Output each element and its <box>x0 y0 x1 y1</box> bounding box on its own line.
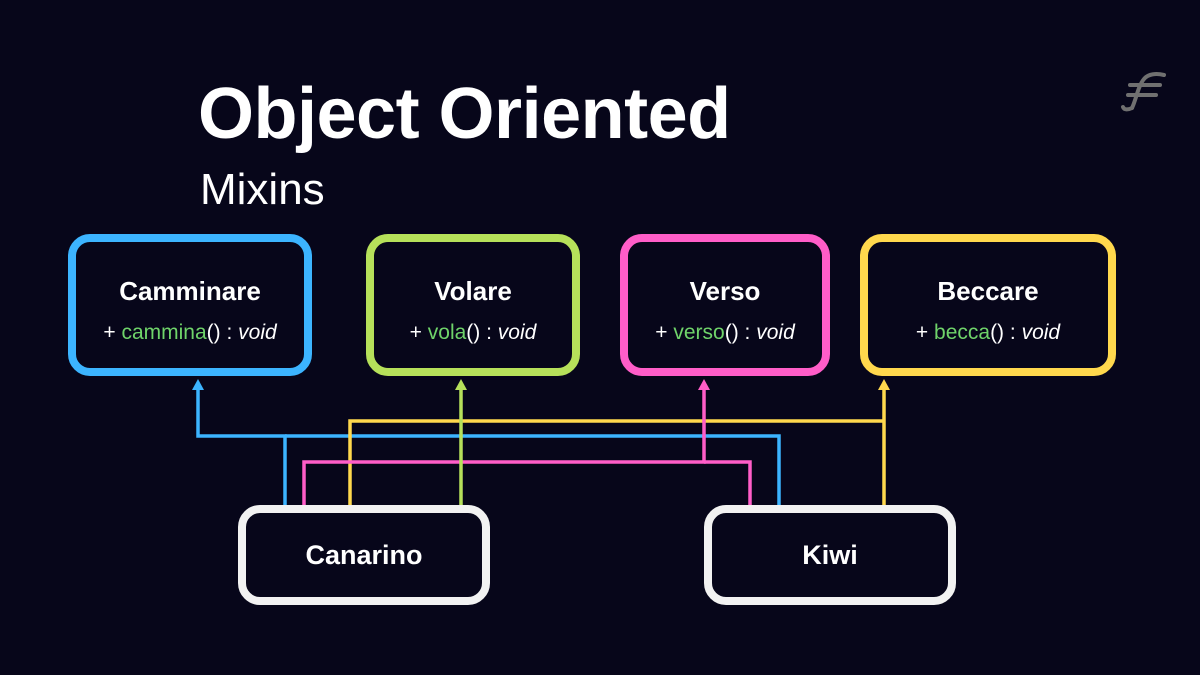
mixin-method: + vola() : void <box>374 320 572 346</box>
method-name: cammina <box>121 321 207 344</box>
arrowhead-verso <box>698 379 710 390</box>
mixin-name: Verso <box>689 276 761 306</box>
slide-title: Object Oriented <box>198 74 731 154</box>
slide-subtitle: Mixins <box>200 165 325 214</box>
arrowhead-camminare <box>192 379 204 390</box>
method-name: becca <box>934 321 991 344</box>
mixin-box-verso: Verso + verso() : void <box>620 234 830 376</box>
edge-canarino-verso <box>302 388 706 505</box>
arrowhead-volare <box>455 379 467 390</box>
edge-kiwi-camminare <box>285 434 781 505</box>
method-signature: () : <box>466 321 498 344</box>
class-box-canarino: Canarino <box>238 505 490 605</box>
edge-canarino-camminare <box>196 388 287 505</box>
arrowhead-beccare <box>878 379 890 390</box>
visibility: + <box>409 321 428 344</box>
mixin-method: + cammina() : void <box>76 320 304 346</box>
f-logo-icon <box>1121 72 1166 112</box>
return-type: void <box>756 321 795 344</box>
method-name: verso <box>673 321 725 344</box>
mixin-method: + verso() : void <box>628 320 822 346</box>
mixin-box-volare: Volare + vola() : void <box>366 234 580 376</box>
visibility: + <box>915 321 935 344</box>
visibility: + <box>655 321 674 344</box>
method-name: vola <box>427 321 467 344</box>
return-type: void <box>238 321 277 344</box>
edge-kiwi-verso <box>704 460 752 505</box>
return-type: void <box>497 321 537 344</box>
method-signature: () : <box>724 321 757 344</box>
mixin-box-camminare: Camminare + cammina() : void <box>68 234 312 376</box>
visibility: + <box>103 321 122 344</box>
method-signature: () : <box>206 321 239 344</box>
class-box-kiwi: Kiwi <box>704 505 956 605</box>
mixin-name: Volare <box>434 276 512 306</box>
mixin-name: Beccare <box>937 276 1039 306</box>
return-type: void <box>1021 321 1061 344</box>
method-signature: () : <box>990 321 1022 344</box>
mixin-method: + becca() : void <box>868 320 1108 346</box>
mixin-name: Camminare <box>119 276 261 306</box>
mixin-box-beccare: Beccare + becca() : void <box>860 234 1116 376</box>
edge-canarino-beccare <box>348 419 884 505</box>
